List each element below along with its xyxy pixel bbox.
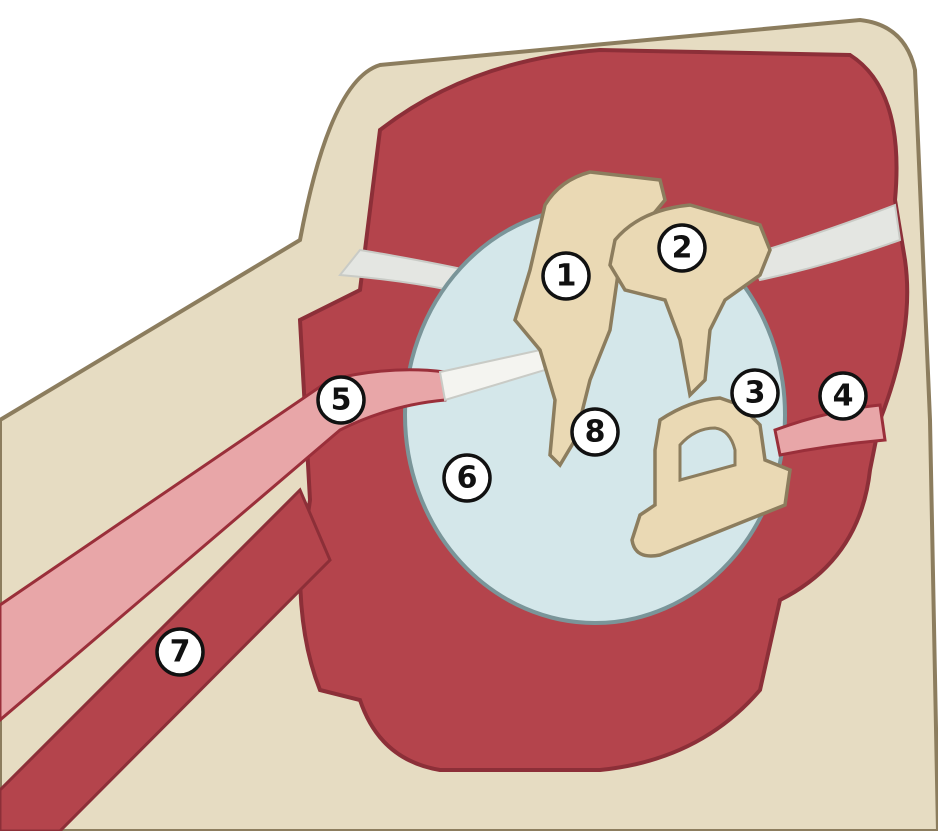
svg-text:8: 8 — [585, 415, 606, 450]
label-5: 5 — [318, 377, 364, 423]
svg-text:7: 7 — [170, 635, 191, 670]
svg-text:3: 3 — [745, 376, 766, 411]
label-3: 3 — [732, 370, 778, 416]
svg-text:5: 5 — [331, 383, 352, 418]
label-6: 6 — [444, 455, 490, 501]
label-1: 1 — [543, 253, 589, 299]
svg-text:4: 4 — [833, 379, 854, 414]
svg-text:6: 6 — [457, 461, 478, 496]
label-8: 8 — [572, 409, 618, 455]
label-4: 4 — [820, 373, 866, 419]
svg-text:2: 2 — [672, 231, 693, 266]
label-7: 7 — [157, 629, 203, 675]
label-2: 2 — [659, 225, 705, 271]
svg-text:1: 1 — [556, 259, 577, 294]
